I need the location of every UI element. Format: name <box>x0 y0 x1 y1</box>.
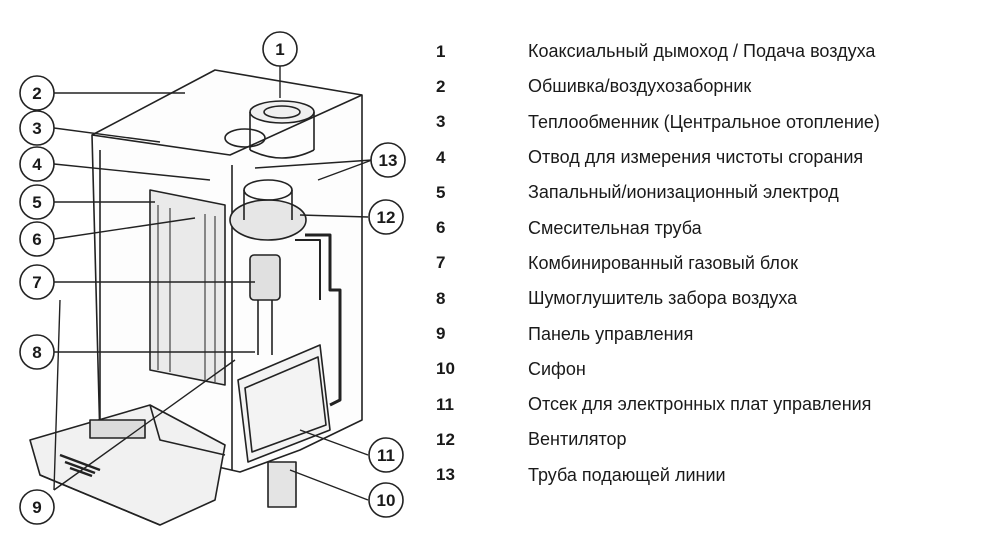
legend-label: Панель управления <box>528 323 694 344</box>
flow-pipe <box>305 233 342 407</box>
svg-text:9: 9 <box>32 498 41 517</box>
svg-text:4: 4 <box>32 155 42 174</box>
legend-number: 12 <box>436 429 455 449</box>
legend-item-9: 9 Панель управления <box>436 316 976 351</box>
legend-number: 8 <box>436 288 446 308</box>
callout-4: 4 <box>19 146 55 182</box>
boiler-diagram: 1 2 3 4 5 6 7 8 9 10 11 12 13 <box>19 31 406 526</box>
legend-item-1: 1 Коаксиальный дымоход / Подача воздуха <box>436 34 976 69</box>
legend-item-10: 10 Сифон <box>436 352 976 387</box>
legend-number: 5 <box>436 182 446 202</box>
callout-12: 12 <box>368 199 404 235</box>
legend-label: Коаксиальный дымоход / Подача воздуха <box>528 41 876 62</box>
legend-item-13: 13 Труба подающей линии <box>436 458 976 493</box>
legend-number: 2 <box>436 76 446 96</box>
legend-label: Сифон <box>528 358 586 379</box>
flue-pipe-top <box>249 100 315 124</box>
callout-5: 5 <box>19 184 55 220</box>
callout-11: 11 <box>368 437 404 473</box>
callout-13: 13 <box>370 142 406 178</box>
callout-7: 7 <box>19 264 55 300</box>
boiler-illustration <box>29 69 363 526</box>
svg-text:13: 13 <box>379 151 398 170</box>
legend-number: 10 <box>436 359 455 379</box>
callout-3: 3 <box>19 110 55 146</box>
legend-label: Вентилятор <box>528 429 627 450</box>
legend-item-3: 3 Теплообменник (Центральное отопление) <box>436 105 976 140</box>
svg-text:2: 2 <box>32 84 41 103</box>
svg-text:3: 3 <box>32 119 41 138</box>
svg-text:10: 10 <box>377 491 396 510</box>
legend-label: Отсек для электронных плат управления <box>528 394 872 415</box>
svg-text:7: 7 <box>32 273 41 292</box>
legend-number: 9 <box>436 324 446 344</box>
legend-item-5: 5 Запальный/ионизационный электрод <box>436 175 976 210</box>
callout-9: 9 <box>19 489 55 525</box>
legend-number: 13 <box>436 465 455 485</box>
svg-text:5: 5 <box>32 193 41 212</box>
legend-label: Шумоглушитель забора воздуха <box>528 288 798 309</box>
callout-10: 10 <box>368 482 404 518</box>
svg-text:11: 11 <box>377 446 395 465</box>
fan-housing <box>229 199 307 241</box>
siphon <box>267 461 297 508</box>
svg-text:8: 8 <box>32 343 41 362</box>
legend-number: 4 <box>436 147 446 167</box>
legend-label: Запальный/ионизационный электрод <box>528 182 839 203</box>
legend-item-6: 6 Смесительная труба <box>436 210 976 245</box>
gas-valve <box>249 254 281 301</box>
legend-item-7: 7 Комбинированный газовый блок <box>436 246 976 281</box>
legend-item-11: 11 Отсек для электронных плат управления <box>436 387 976 422</box>
legend-label: Обшивка/воздухозаборник <box>528 76 752 97</box>
casing-top-edge <box>91 94 363 156</box>
callout-markers: 1 2 3 4 5 6 7 8 9 10 11 12 13 <box>19 31 406 525</box>
legend-number: 3 <box>436 112 446 132</box>
callout-leaders <box>53 66 373 501</box>
legend-number: 6 <box>436 218 446 238</box>
callout-6: 6 <box>19 221 55 257</box>
legend-number: 7 <box>436 253 446 273</box>
legend-item-8: 8 Шумоглушитель забора воздуха <box>436 281 976 316</box>
heat-exchanger <box>149 189 226 386</box>
svg-text:6: 6 <box>32 230 41 249</box>
legend-label: Смесительная труба <box>528 217 702 238</box>
legend-number: 1 <box>436 41 446 61</box>
legend-label: Труба подающей линии <box>528 464 726 485</box>
legend-label: Отвод для измерения чистоты сгорания <box>528 147 864 168</box>
callout-8: 8 <box>19 334 55 370</box>
legend-label: Комбинированный газовый блок <box>528 252 798 273</box>
svg-text:12: 12 <box>377 208 396 227</box>
legend-item-4: 4 Отвод для измерения чистоты сгорания <box>436 140 976 175</box>
legend-number: 11 <box>436 394 454 414</box>
parts-legend: 1 Коаксиальный дымоход / Подача воздуха 2… <box>436 34 976 493</box>
legend-label: Теплообменник (Центральное отопление) <box>528 111 880 132</box>
legend-item-2: 2 Обшивка/воздухозаборник <box>436 69 976 104</box>
callout-2: 2 <box>19 75 55 111</box>
legend-item-12: 12 Вентилятор <box>436 422 976 457</box>
svg-text:1: 1 <box>275 40 284 59</box>
callout-1: 1 <box>262 31 298 67</box>
